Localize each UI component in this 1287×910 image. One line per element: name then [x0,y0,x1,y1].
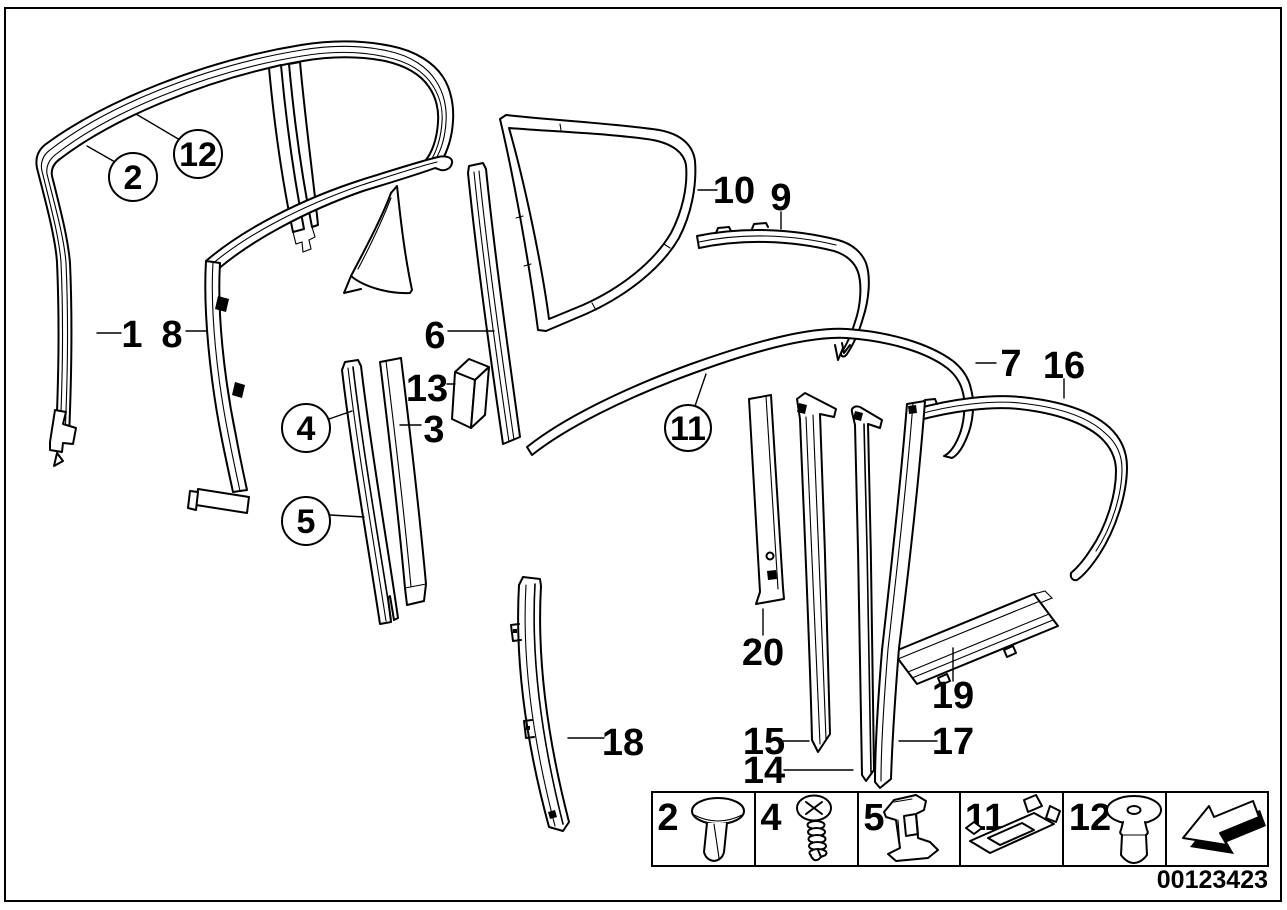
legend-label-12: 12 [1069,797,1111,839]
part-10-quarter-window-seal [499,114,697,332]
legend-cell-11: 11 [965,794,1061,854]
callout-20: 20 [742,632,784,674]
part-3-trim-strip [379,357,427,606]
expanding-rivet-icon [691,797,745,862]
legend-label-4: 4 [760,797,781,839]
callout-17: 17 [932,721,974,763]
part-13-spacer-block [451,358,490,429]
part-17-channel-strip [874,400,926,789]
part-15-channel-strip [796,392,837,753]
phillips-screw-icon [796,794,832,862]
callout-7: 7 [1000,343,1021,385]
callout-6: 6 [424,315,445,357]
part-6-window-guide-strip [467,162,521,445]
callout-19: 19 [932,675,974,717]
part-7-finisher-arc [526,327,975,459]
legend-cell-4: 4 [760,794,832,862]
callout-15: 15 [743,721,785,763]
direction-arrow-icon [1182,800,1266,854]
doc-number: 00123423 [1157,866,1268,894]
part-18-guide-rail [510,576,570,832]
leader-lines [86,113,1065,771]
legend-table: 2 4 5 [651,791,1269,867]
legend-label-5: 5 [863,797,884,839]
part-1-window-guide-seal [35,40,455,467]
callout-8: 8 [161,314,182,356]
legend-cell-12: 12 [1069,795,1162,864]
clip-mark [232,382,245,398]
callout-16: 16 [1043,345,1085,387]
circled-callouts: 2 12 4 5 11 [108,129,712,546]
part-4-5-channel-cover [341,359,399,625]
division-cover-sail [343,185,413,295]
callout-12: 12 [179,136,217,174]
callout-10: 10 [713,170,755,212]
callout-11: 11 [670,410,706,448]
legend-cell-5: 5 [863,794,939,862]
blind-rivet-icon [1106,795,1162,864]
part-19-sill-rail [892,590,1059,686]
legend-label-2: 2 [657,797,678,839]
callout-9: 9 [770,177,791,219]
part-9-trim-strip [696,222,870,358]
part-8-frame-channel [187,155,454,514]
callout-1: 1 [121,314,142,356]
legend-cell-2: 2 [657,797,745,862]
callout-14: 14 [743,750,785,792]
callout-2: 2 [124,159,143,197]
callout-4: 4 [297,410,316,448]
part-14-channel-strip [850,405,883,782]
callout-18: 18 [602,722,644,764]
part-20-pillar-plate [748,394,785,605]
clip-mark [215,296,229,312]
callout-13: 13 [406,368,448,410]
sheet-metal-clip-icon [883,794,939,862]
callout-5: 5 [297,503,316,541]
legend-cell-arrow [1182,800,1266,854]
mounting-bracket-clip-icon [965,794,1061,854]
callout-3: 3 [423,409,444,451]
callout-labels: 1 8 6 13 3 10 9 7 16 20 19 15 14 17 18 [121,170,1085,792]
